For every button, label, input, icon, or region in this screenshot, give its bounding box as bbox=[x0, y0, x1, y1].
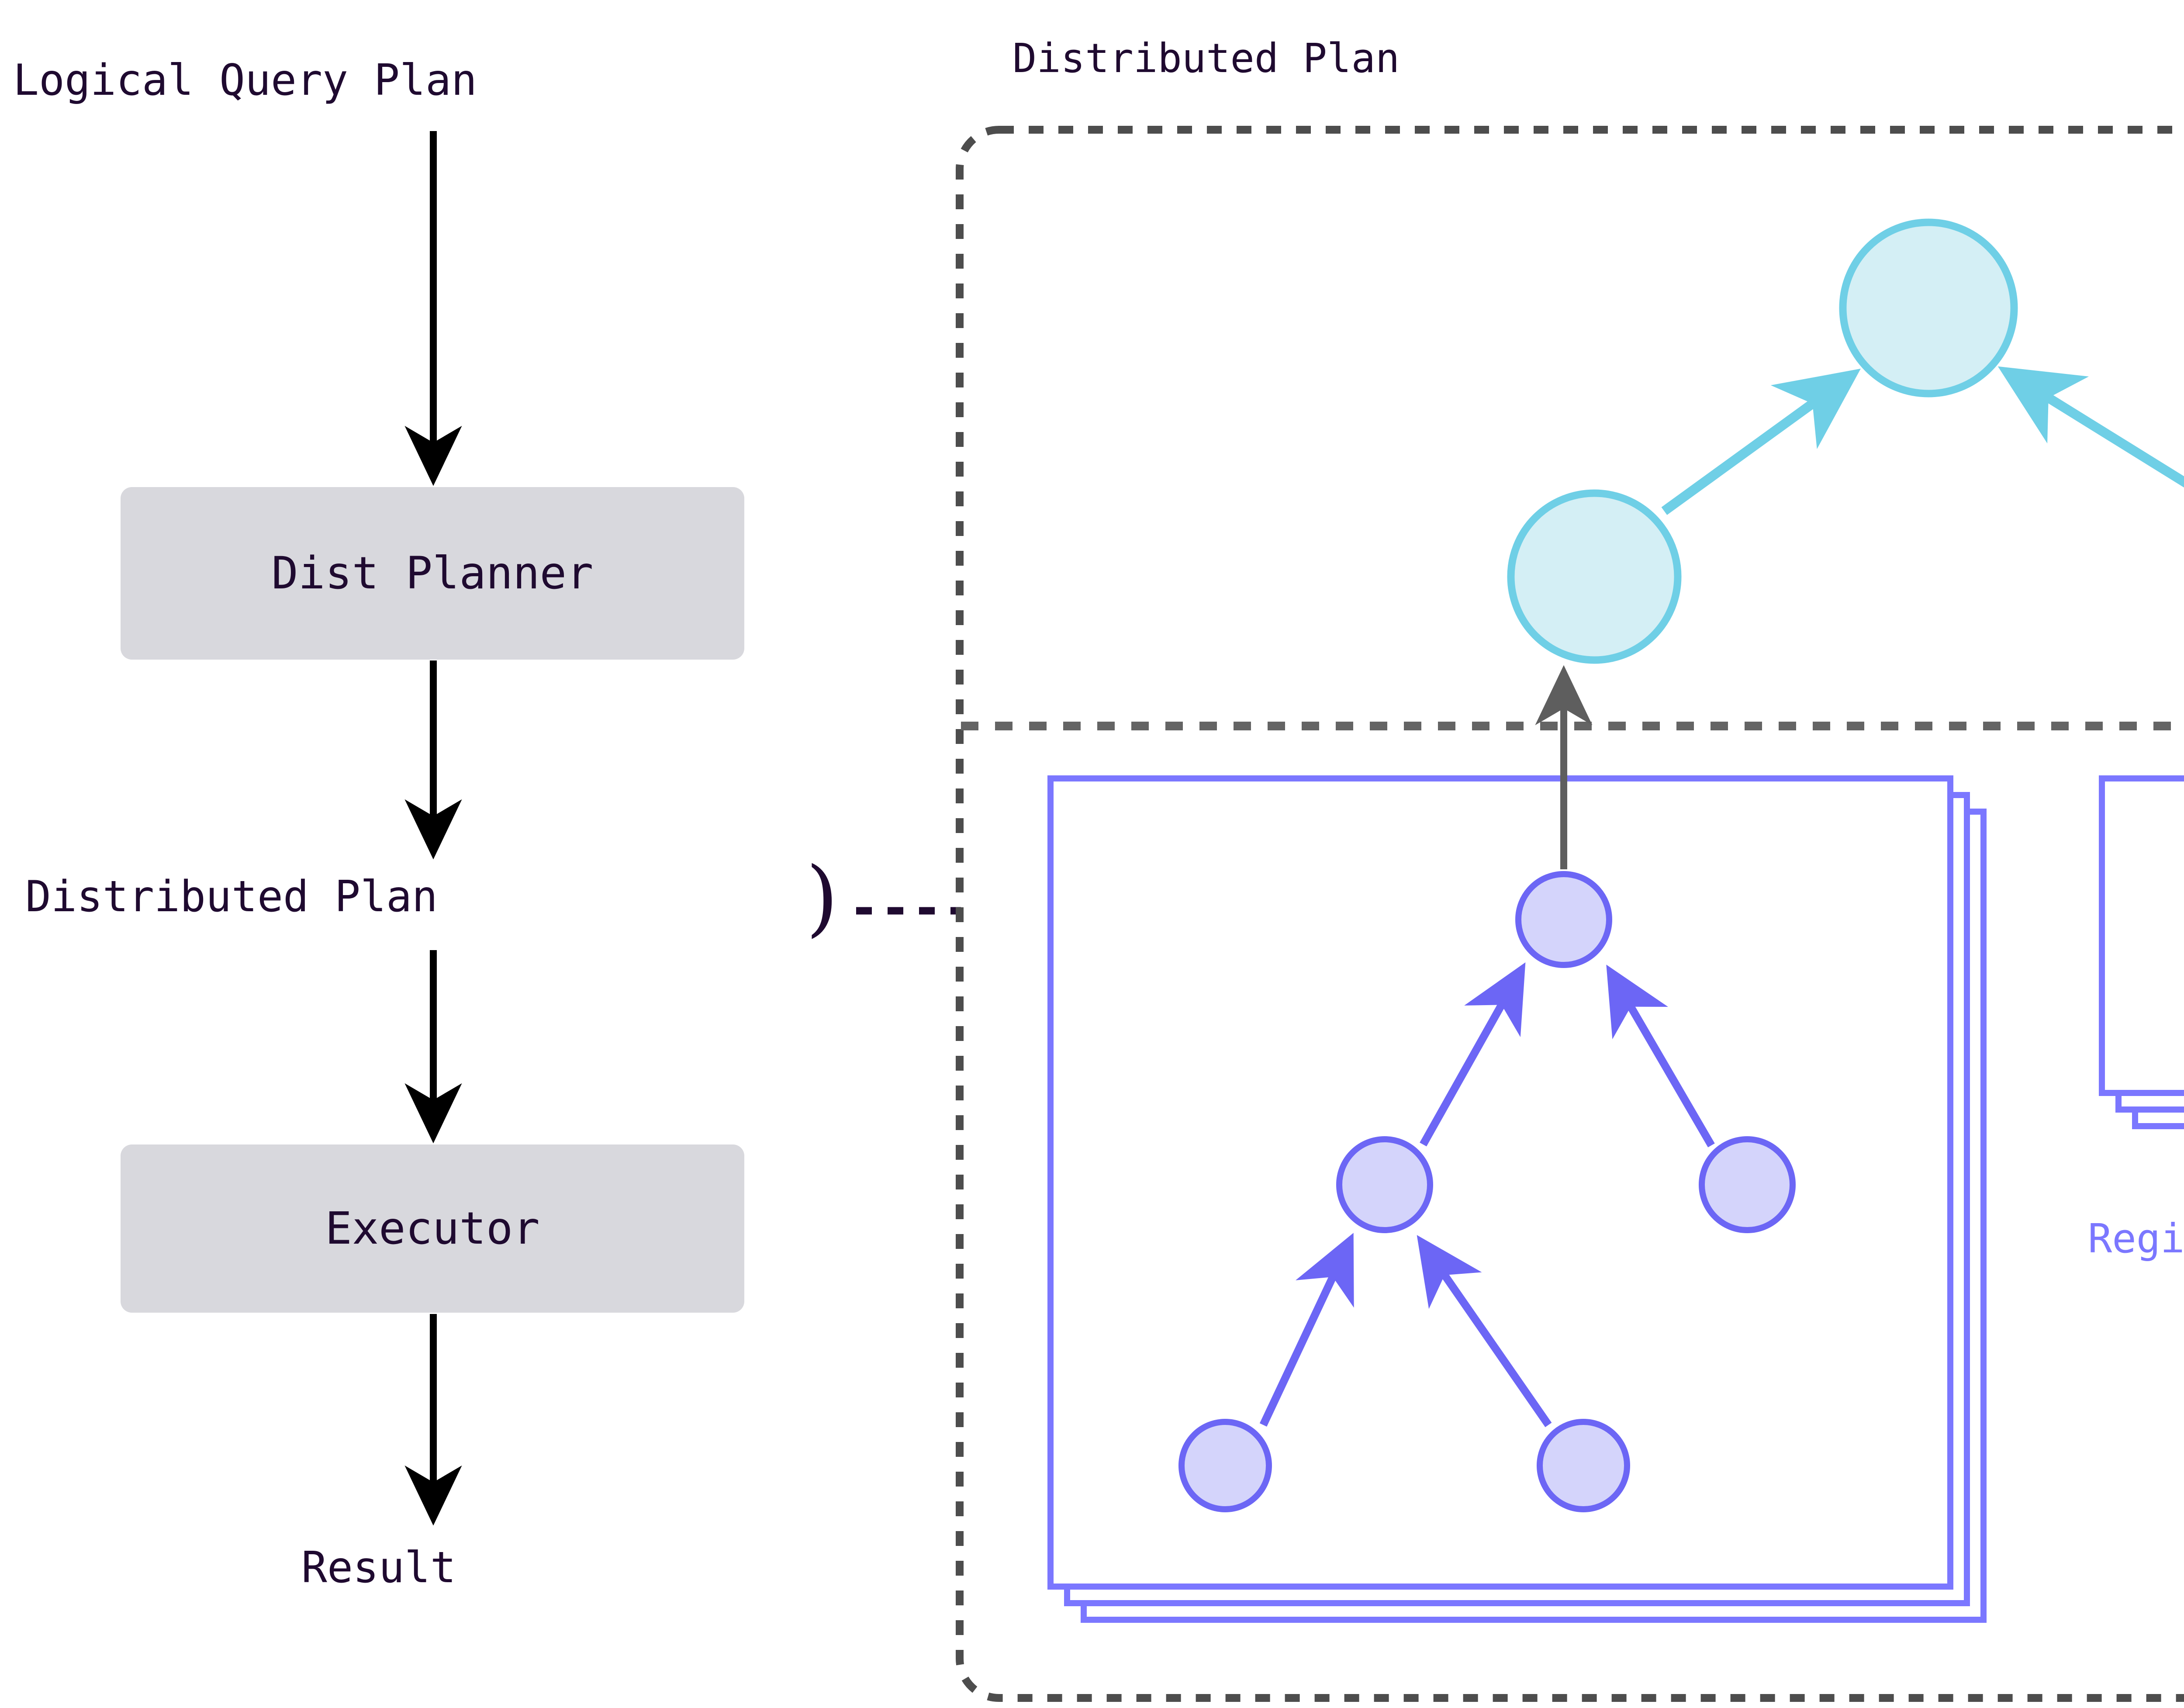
edge-fe-left-to-root bbox=[1661, 368, 1861, 515]
datanode-nodes bbox=[1178, 871, 1796, 1512]
distributed-plan-title: Distributed Plan bbox=[1013, 35, 1400, 82]
executor-box[interactable]: Executor bbox=[121, 1144, 744, 1313]
frontend-node-root[interactable] bbox=[1839, 218, 2018, 398]
datanode-node-root-left[interactable] bbox=[1515, 871, 1612, 968]
datanode-node-leaf1[interactable] bbox=[1178, 1419, 1272, 1512]
datanode-node-right-left[interactable] bbox=[1699, 1136, 1796, 1233]
region-stack-right bbox=[2099, 775, 2184, 1129]
datanode-node-leaf2[interactable] bbox=[1537, 1419, 1630, 1512]
logical-query-plan-label: Logical Query Plan bbox=[13, 55, 477, 105]
edge-dn-leaf1-to-mid bbox=[1259, 1233, 1354, 1427]
frontend-nodes bbox=[1507, 218, 2018, 664]
datanode-edges-left bbox=[1259, 962, 1715, 1428]
dist-planner-box[interactable]: Dist Planner bbox=[121, 487, 744, 660]
distributed-plan-label: Distributed Plan bbox=[25, 872, 438, 922]
cross-stage-arrows bbox=[1535, 665, 1593, 869]
brace-connector-glyph: ) bbox=[806, 849, 839, 946]
frontend-node-left[interactable] bbox=[1507, 489, 1682, 664]
edge-fe-right-to-root bbox=[1997, 366, 2184, 488]
edge-dn-right-to-root bbox=[1606, 965, 1715, 1148]
result-label: Result bbox=[301, 1543, 456, 1593]
datanode-node-mid-left[interactable] bbox=[1336, 1136, 1433, 1233]
edge-dn-leaf2-to-mid bbox=[1417, 1235, 1552, 1428]
edge-dn-mid-to-root bbox=[1420, 962, 1526, 1147]
dist-planner-label: Dist Planner bbox=[271, 547, 594, 599]
frontend-edges bbox=[1661, 366, 2184, 515]
distributed-plan-container bbox=[956, 126, 2184, 1702]
region-card-r-layer-1 bbox=[2099, 775, 2184, 1096]
regions-label: Regions bbox=[2088, 1215, 2184, 1262]
executor-label: Executor bbox=[325, 1203, 540, 1255]
